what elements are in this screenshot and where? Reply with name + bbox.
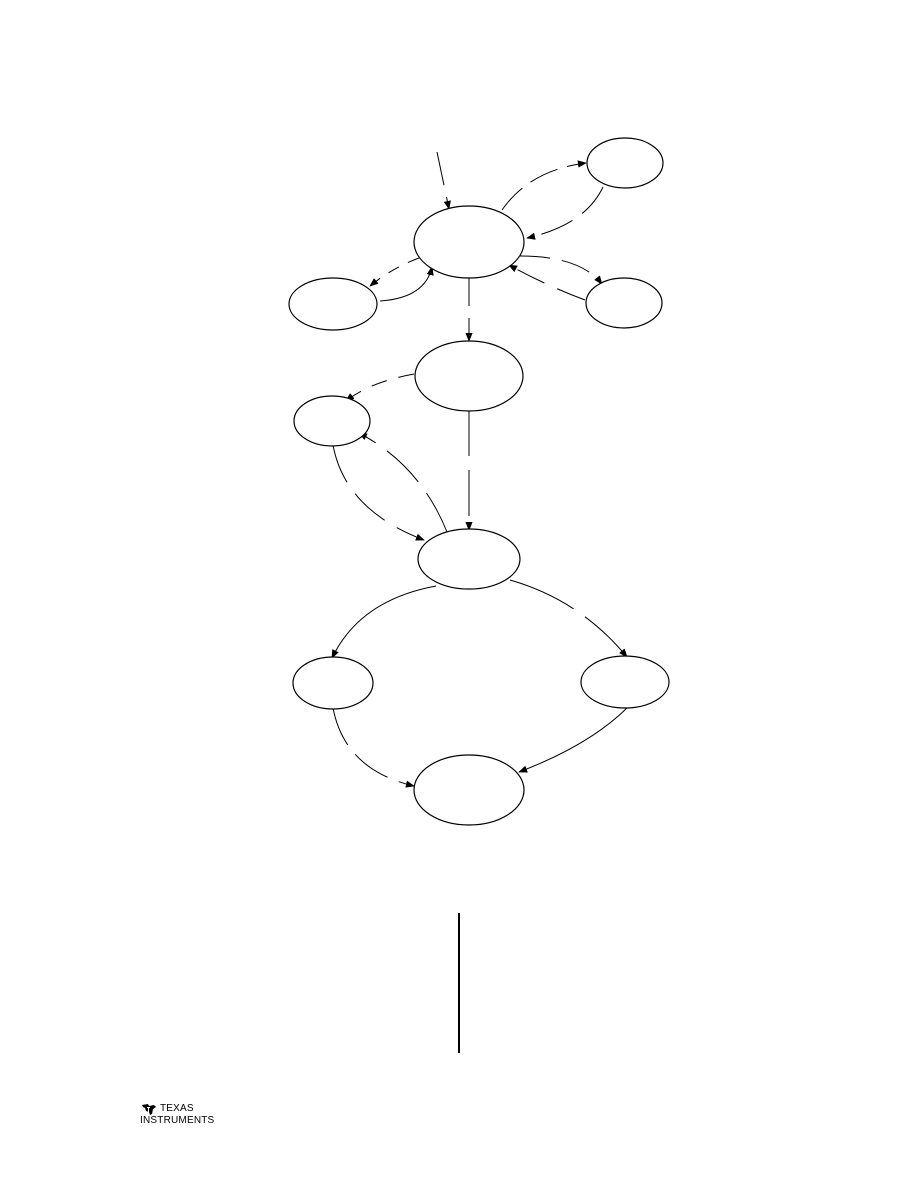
edge-bottom-left-to-bottom <box>332 707 415 788</box>
edge-entry-to-main <box>436 151 451 210</box>
state-node-center <box>417 528 521 590</box>
column-divider <box>458 913 460 1053</box>
logo-text-texas: TEXAS <box>160 1103 194 1114</box>
state-node-mid <box>414 340 524 412</box>
edge-main-to-left <box>369 257 420 287</box>
edges <box>331 151 629 788</box>
texas-instruments-logo: TEXAS INSTRUMENTS <box>138 1103 218 1133</box>
edge-left-to-main <box>379 266 434 302</box>
state-node-right <box>585 277 663 329</box>
state-node-bottom <box>413 754 525 826</box>
edge-mid-to-mid-left <box>345 373 415 402</box>
state-node-main <box>413 205 525 279</box>
nodes <box>288 137 670 826</box>
edge-main-to-top-right <box>501 160 587 211</box>
edge-main-to-right <box>519 255 603 285</box>
state-node-mid-left <box>293 395 371 447</box>
edge-center-to-bottom-left <box>331 585 437 659</box>
state-node-left <box>288 277 378 331</box>
state-node-bottom-right <box>580 655 670 709</box>
edge-bottom-right-to-bottom <box>518 706 629 773</box>
edge-right-to-main <box>508 264 586 301</box>
state-node-top-right <box>586 137 664 189</box>
ti-logo-icon <box>142 1104 156 1115</box>
edge-center-to-bottom-right <box>509 579 628 658</box>
state-node-bottom-left <box>292 656 374 710</box>
edge-top-right-to-main <box>526 186 604 240</box>
logo-text-instruments: INSTRUMENTS <box>140 1115 215 1126</box>
edge-center-to-mid-left <box>358 432 448 533</box>
edge-mid-left-to-center <box>332 444 425 541</box>
